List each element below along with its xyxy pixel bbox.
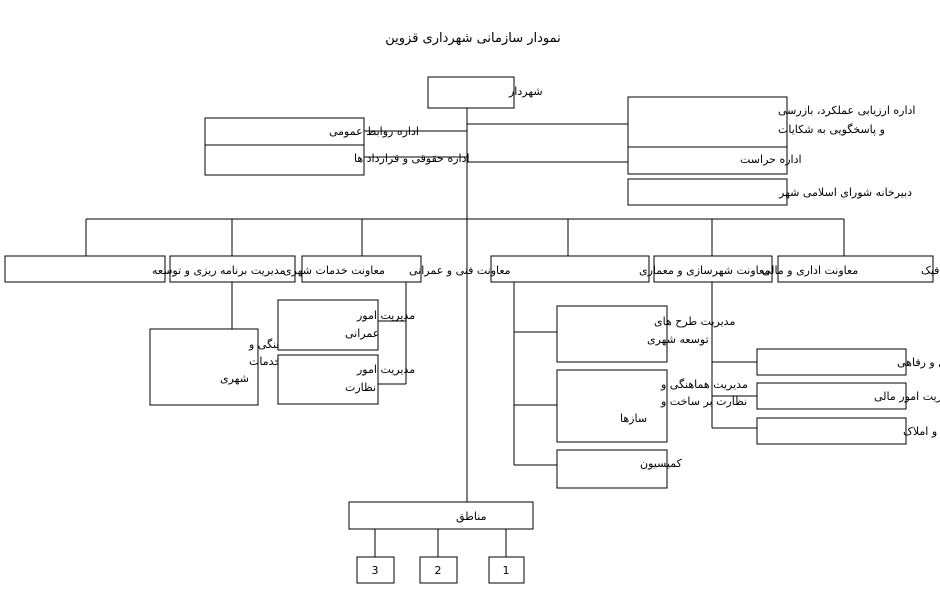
staff-right-node: اداره ارزیابی عملکرد، بازرسی و پاسخگویی … <box>627 96 915 175</box>
finance-management-label: مدیریت امور مالی <box>874 390 940 403</box>
evaluation-label-line1: اداره ارزیابی عملکرد، بازرسی <box>778 104 915 117</box>
region-number-2: 2 <box>435 564 442 577</box>
region-box-1: 1 <box>488 556 525 584</box>
planning-management-label: مدیریت برنامه ریزی و توسعه <box>152 264 286 277</box>
construction-supervision-node: مدیریت هماهنگی و نظارت بر ساخت و سازها <box>556 369 748 443</box>
mayor-node: شهردار <box>427 76 543 109</box>
council-secretariat-node: دبیرخانه شورای اسلامی شهر <box>627 178 912 206</box>
region-box-2: 2 <box>419 556 458 584</box>
construction-supervision-line1: مدیریت هماهنگی و <box>660 378 748 391</box>
urban-services-coordination-node: مدیریت هماهنگی و نظارت بر خدمات شهری <box>149 328 336 406</box>
urban-services-coordination-line3: شهری <box>220 372 249 385</box>
commission-label: کمیسیون <box>640 457 683 470</box>
regions-node: مناطق <box>348 501 534 530</box>
urban-plans-line1: مدیریت طرح های <box>654 315 735 328</box>
deputy-transport-node: معاونت حمل و نقل و ترافیک <box>777 255 940 283</box>
finance-management-node: مدیریت امور مالی <box>756 382 940 410</box>
staff-left-node: اداره روابط عمومی اداره حقوقی و قرارداد … <box>204 117 470 176</box>
region-number-1: 1 <box>503 564 510 577</box>
legal-contracts-label: اداره حقوقی و قرارداد ها <box>354 152 470 165</box>
deputy-technical-node: معاونت فنی و عمرانی <box>301 255 511 283</box>
connector-lines <box>85 108 845 557</box>
deputy-urban-services-label: معاونت خدمات شهری <box>283 264 385 277</box>
technical-construction-line1: مدیریت امور <box>356 309 415 322</box>
construction-supervision-line2: نظارت بر ساخت و <box>660 395 747 408</box>
evaluation-label-line2: و پاسخگویی به شکایات <box>778 123 885 136</box>
admin-welfare-node: مدیریت امور اداری و رفاهی <box>756 348 940 376</box>
technical-construction-line2: عمرانی <box>345 327 379 340</box>
mayor-label: شهردار <box>508 85 543 98</box>
deputy-admin-finance-node: معاونت اداری و مالی <box>653 255 858 283</box>
commission-node: کمیسیون <box>556 449 683 489</box>
deputy-urban-planning-node: معاونت شهرسازی و معماری <box>490 255 770 283</box>
chart-title: نمودار سازمانی شهرداری قزوین <box>385 31 561 46</box>
urban-plans-line2: توسعه شهری <box>647 333 709 346</box>
deputy-urban-services-node: معاونت خدمات شهری <box>169 255 385 283</box>
deputy-urban-planning-label: معاونت شهرسازی و معماری <box>639 264 770 277</box>
technical-construction-node: مدیریت امور عمرانی <box>277 299 415 351</box>
revenue-property-node: مدیریت درآمد و املاک <box>756 417 940 445</box>
deputy-transport-label: معاونت حمل و نقل و ترافیک <box>921 264 940 277</box>
admin-welfare-label: مدیریت امور اداری و رفاهی <box>897 356 940 369</box>
protection-label: اداره حراست <box>740 153 802 166</box>
region-number-3: 3 <box>372 564 379 577</box>
deputy-technical-label: معاونت فنی و عمرانی <box>409 264 511 277</box>
technical-supervision-node: مدیریت امور نظارت <box>277 354 415 405</box>
regions-label: مناطق <box>456 510 487 524</box>
council-secretariat-label: دبیرخانه شورای اسلامی شهر <box>778 186 912 199</box>
planning-management-node: مدیریت برنامه ریزی و توسعه <box>4 255 286 283</box>
technical-supervision-line1: مدیریت امور <box>356 363 415 376</box>
revenue-property-label: مدیریت درآمد و املاک <box>903 424 940 438</box>
urban-plans-node: مدیریت طرح های توسعه شهری <box>556 305 735 363</box>
construction-supervision-line3: سازها <box>620 412 647 425</box>
public-relations-label: اداره روابط عمومی <box>329 125 419 138</box>
technical-supervision-line2: نظارت <box>345 381 376 394</box>
region-box-3: 3 <box>356 556 395 584</box>
deputy-admin-finance-label: معاونت اداری و مالی <box>762 264 858 277</box>
